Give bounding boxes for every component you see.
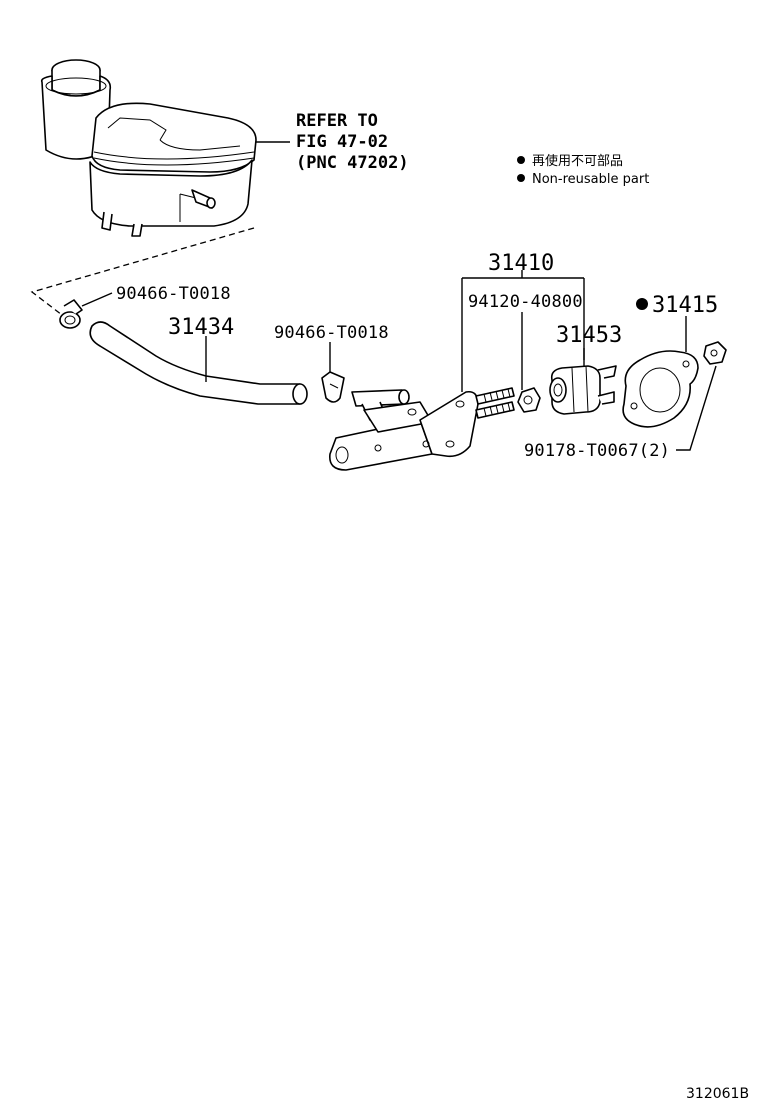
nut-leader xyxy=(676,365,717,451)
label-reservoir-bushing[interactable]: 31453 xyxy=(556,323,622,348)
legend-japanese: 再使用不可部品 xyxy=(532,153,623,169)
label-nut[interactable]: 90178-T0067(2) xyxy=(524,441,670,461)
refer-line-2: FIG 47-02 xyxy=(296,132,388,152)
non-reusable-bullet-icon xyxy=(636,298,648,310)
clip-left-part[interactable] xyxy=(59,299,83,329)
clip-right-part[interactable] xyxy=(321,371,345,403)
label-clip-left[interactable]: 90466-T0018 xyxy=(116,284,231,304)
hose-part[interactable] xyxy=(89,321,308,405)
nut-part[interactable] xyxy=(703,341,727,365)
label-bolt[interactable]: 94120-40800 xyxy=(468,292,583,312)
non-reusable-bullet-icon xyxy=(517,156,525,164)
dashed-connection-line xyxy=(30,227,255,319)
label-master-cylinder[interactable]: 31410 xyxy=(488,251,554,276)
master-cylinder-bracket xyxy=(461,270,585,392)
refer-line-1: REFER TO xyxy=(296,111,378,131)
bolt-part[interactable] xyxy=(517,387,541,413)
legend-english: Non-reusable part xyxy=(532,172,649,187)
non-reusable-bullet-icon xyxy=(517,174,525,182)
label-hose[interactable]: 31434 xyxy=(168,315,234,340)
label-gasket[interactable]: 31415 xyxy=(652,293,718,318)
gasket-part[interactable] xyxy=(622,350,699,428)
reservoir-bushing-part[interactable] xyxy=(549,365,617,415)
label-clip-right[interactable]: 90466-T0018 xyxy=(274,323,389,343)
clip-left-leader xyxy=(81,292,113,307)
reservoir-tank[interactable] xyxy=(40,59,257,237)
master-cylinder-part[interactable] xyxy=(329,387,515,471)
refer-line-3[interactable]: (PNC 47202) xyxy=(296,153,409,173)
figure-id: 312061B xyxy=(686,1086,749,1102)
